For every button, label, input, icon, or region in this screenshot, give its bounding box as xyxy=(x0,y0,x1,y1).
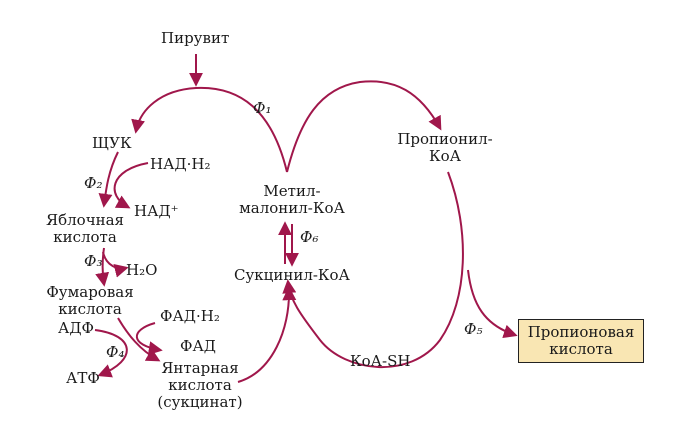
label-coa-sh: КоА-SH xyxy=(350,352,411,370)
label-malic-acid-line2: кислота xyxy=(53,228,117,246)
enzyme-f5: Ф₅ xyxy=(464,320,483,338)
propionic-acid-box: Пропионовая кислота xyxy=(518,319,644,363)
arrow-propionyl-loop xyxy=(282,171,464,369)
arrow-fad xyxy=(135,322,163,356)
label-succinyl-coa: Сукцинил-КоА xyxy=(234,266,350,284)
label-methylmalonyl-line2: малонил-КоА xyxy=(239,199,345,217)
enzyme-f6: Ф₆ xyxy=(300,228,319,246)
label-propionyl-line1: Пропионил- xyxy=(397,130,493,148)
arrow-adp-atp xyxy=(94,329,128,378)
arrow-to-propionic xyxy=(467,269,518,339)
enzyme-f1: Ф₁ xyxy=(253,99,272,117)
label-succinic-acid-line3: (сукцинат) xyxy=(157,393,243,411)
label-methylmalonyl-coa: Метил- малонил-КоА xyxy=(232,183,352,217)
label-propionyl-line2: КоА xyxy=(429,147,461,165)
label-pyruvate: Пирувит xyxy=(161,29,230,47)
label-succinic-acid: Янтарная кислота (сукцинат) xyxy=(150,360,250,411)
label-propionyl-coa: Пропионил- КоА xyxy=(390,131,500,165)
enzyme-f2: Ф₂ xyxy=(84,174,103,192)
arrow-to-propionyl xyxy=(286,80,442,173)
enzyme-f4: Ф₄ xyxy=(106,343,125,361)
label-atp: АТФ xyxy=(66,369,100,387)
label-water: Н₂О xyxy=(126,261,158,279)
arrow-f1-arc xyxy=(131,86,288,173)
label-fumaric-acid: Фумаровая кислота xyxy=(40,284,140,318)
label-nad-plus: НАД⁺ xyxy=(134,202,179,220)
label-succinic-acid-line1: Янтарная xyxy=(161,359,239,377)
label-propionic-acid-line2: кислота xyxy=(549,340,613,358)
label-malic-acid-line1: Яблочная xyxy=(45,211,125,229)
arrow-water xyxy=(102,251,129,278)
label-fad: ФАД xyxy=(180,337,217,355)
arrow-fumarate-to-succinate xyxy=(117,317,161,362)
label-adp: АДФ xyxy=(58,319,95,337)
label-methylmalonyl-line1: Метил- xyxy=(263,182,321,200)
label-oxaloacetate: ЩУК xyxy=(92,134,132,152)
label-malic-acid: Яблочная кислота xyxy=(40,212,130,246)
arrow-succinate-to-succinyl xyxy=(237,286,297,383)
label-fadh2: ФАД·Н₂ xyxy=(160,307,220,325)
label-nadh2: НАД·Н₂ xyxy=(150,155,211,173)
label-propionic-acid-line1: Пропионовая xyxy=(527,323,635,341)
label-fumaric-acid-line1: Фумаровая xyxy=(46,283,134,301)
arrow-malate-to-fumarate xyxy=(95,247,110,287)
enzyme-f3: Ф₃ xyxy=(84,252,103,270)
arrow-nad xyxy=(113,162,149,209)
label-fumaric-acid-line2: кислота xyxy=(58,300,122,318)
label-succinic-acid-line2: кислота xyxy=(168,376,232,394)
arrow-oaa-to-malate xyxy=(98,151,119,208)
